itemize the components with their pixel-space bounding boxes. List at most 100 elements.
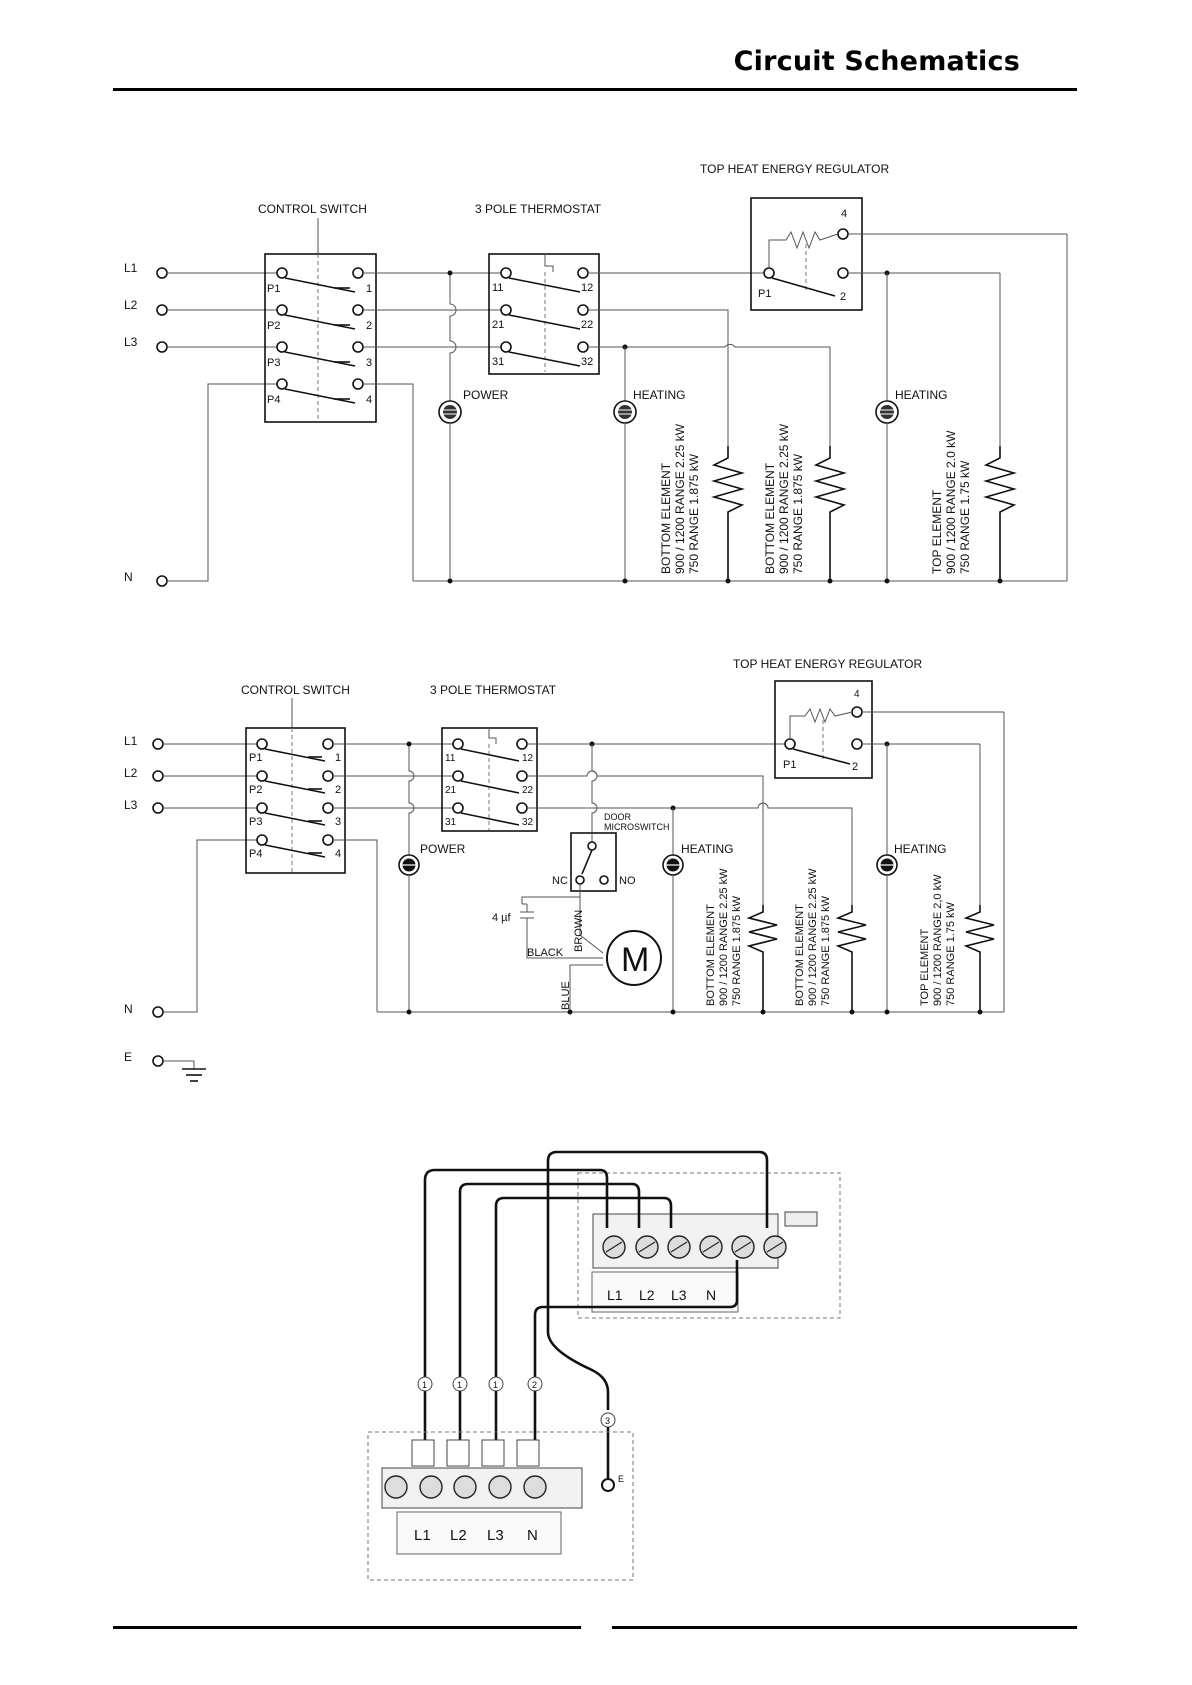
th-terminal: 11 bbox=[492, 282, 503, 294]
regulator-label: TOP HEAT ENERGY REGULATOR bbox=[733, 657, 922, 671]
wire-marker: 3 bbox=[605, 1416, 610, 1426]
cs-terminal: 2 bbox=[335, 784, 341, 796]
element-label: BOTTOM ELEMENT bbox=[705, 904, 717, 1006]
element-label: 900 / 1200 RANGE 2.25 kW bbox=[718, 868, 730, 1006]
line-label: N bbox=[124, 570, 133, 584]
page-title: Circuit Schematics bbox=[733, 46, 1020, 77]
terminal-label: L1 bbox=[414, 1527, 431, 1544]
wire-marker: 1 bbox=[422, 1380, 427, 1390]
th-terminal: 31 bbox=[445, 817, 457, 828]
element-label: 900 / 1200 RANGE 2.25 kW bbox=[673, 423, 687, 574]
cs-terminal: P2 bbox=[267, 320, 280, 332]
no-label: NO bbox=[619, 875, 636, 887]
th-terminal: 32 bbox=[522, 817, 534, 828]
th-terminal: 22 bbox=[581, 319, 593, 331]
element-label: 750 RANGE 1.75 kW bbox=[958, 460, 972, 574]
control-switch-1: CONTROL SWITCH P1 P2 P3 P4 1 bbox=[258, 202, 377, 423]
element-label: 900 / 1200 RANGE 2.25 kW bbox=[777, 423, 791, 574]
element-label: BOTTOM ELEMENT bbox=[794, 904, 806, 1006]
cs-terminal: P2 bbox=[249, 784, 262, 796]
cs-terminal: 2 bbox=[366, 320, 372, 332]
door-switch-label: DOOR bbox=[604, 812, 632, 822]
supply-terminals: L1 L2 L3 N E bbox=[124, 734, 262, 1082]
thermostat-label: 3 POLE THERMOSTAT bbox=[430, 683, 557, 697]
terminal-label: L2 bbox=[450, 1527, 467, 1544]
th-terminal: 22 bbox=[522, 785, 534, 796]
terminal-label: L3 bbox=[671, 1287, 687, 1303]
th-terminal: 12 bbox=[522, 753, 534, 764]
cs-terminal: 3 bbox=[335, 816, 341, 828]
th-terminal: 12 bbox=[581, 282, 593, 294]
motor-label: M bbox=[621, 941, 649, 979]
header-rule bbox=[113, 88, 1077, 91]
cs-terminal: 3 bbox=[366, 357, 372, 369]
regulator-label: TOP HEAT ENERGY REGULATOR bbox=[700, 162, 889, 176]
heating-label: HEATING bbox=[633, 388, 685, 402]
door-switch-label: MICROSWITCH bbox=[604, 822, 670, 832]
th-terminal: 21 bbox=[492, 319, 504, 331]
control-switch-2: CONTROL SWITCH P1 P2 P3 P4 1 2 3 4 bbox=[241, 683, 350, 874]
th-terminal: 31 bbox=[492, 356, 504, 368]
line-label: L1 bbox=[124, 734, 138, 748]
power-label: POWER bbox=[463, 388, 509, 402]
line-label: L2 bbox=[124, 298, 138, 312]
reg-terminal: 4 bbox=[854, 689, 860, 700]
wire-label: BLACK bbox=[527, 947, 564, 959]
wire-marker: 1 bbox=[457, 1380, 462, 1390]
wire-label: BLUE bbox=[560, 981, 572, 1010]
reg-terminal: 4 bbox=[841, 208, 847, 220]
upper-screws bbox=[602, 1211, 818, 1259]
diagram-1: L1 L2 L3 N CONTROL SWITCH bbox=[124, 162, 1068, 587]
th-terminal: 32 bbox=[581, 356, 593, 368]
element-label: 750 RANGE 1.875 kW bbox=[687, 453, 701, 574]
element-label: TOP ELEMENT bbox=[919, 928, 931, 1006]
element-label: 900 / 1200 RANGE 2.25 kW bbox=[807, 868, 819, 1006]
element-label: 750 RANGE 1.875 kW bbox=[820, 895, 832, 1006]
line-label: N bbox=[124, 1002, 133, 1016]
cs-terminal: P4 bbox=[249, 848, 262, 860]
line-label: L3 bbox=[124, 335, 138, 349]
terminal-label: N bbox=[527, 1527, 538, 1544]
wire-marker: 1 bbox=[493, 1380, 498, 1390]
line-label: L1 bbox=[124, 261, 138, 275]
heating-label: HEATING bbox=[895, 388, 947, 402]
element-label: BOTTOM ELEMENT bbox=[763, 462, 777, 574]
line-label: L2 bbox=[124, 766, 138, 780]
line-label: E bbox=[124, 1050, 132, 1064]
cs-terminal: P4 bbox=[267, 394, 280, 406]
th-terminal: 11 bbox=[445, 753, 456, 764]
terminal-label: N bbox=[706, 1287, 716, 1303]
reg-terminal: 2 bbox=[840, 291, 846, 303]
earth-label: E bbox=[618, 1474, 624, 1484]
heating-label: HEATING bbox=[894, 842, 946, 856]
supply-terminals: L1 L2 L3 N bbox=[124, 261, 282, 587]
cs-terminal: P1 bbox=[267, 283, 280, 295]
line-label: L3 bbox=[124, 798, 138, 812]
element-label: 900 / 1200 RANGE 2.0 kW bbox=[944, 430, 958, 574]
reg-terminal: P1 bbox=[783, 759, 796, 771]
capacitor-label: 4 µf bbox=[492, 912, 512, 924]
cs-terminal: 4 bbox=[335, 848, 341, 860]
footer-rule-right bbox=[612, 1626, 1077, 1629]
cs-terminal: P1 bbox=[249, 752, 262, 764]
cs-terminal: 4 bbox=[366, 394, 372, 406]
thermostat-label: 3 POLE THERMOSTAT bbox=[475, 202, 602, 216]
cs-terminal: P3 bbox=[267, 357, 280, 369]
control-switch-label: CONTROL SWITCH bbox=[241, 683, 350, 697]
terminal-label: L2 bbox=[639, 1287, 655, 1303]
element-label: TOP ELEMENT bbox=[930, 489, 944, 574]
element-label: 750 RANGE 1.75 kW bbox=[945, 901, 957, 1006]
wire-markers: 1 1 1 2 3 bbox=[417, 1376, 616, 1428]
terminal-label: L1 bbox=[607, 1287, 623, 1303]
wire-label: BROWN bbox=[573, 910, 585, 952]
control-switch-label: CONTROL SWITCH bbox=[258, 202, 367, 216]
door-microswitch: DOOR MICROSWITCH NC NO bbox=[552, 812, 670, 897]
cs-terminal: 1 bbox=[366, 283, 372, 295]
cs-terminal: P3 bbox=[249, 816, 262, 828]
cs-terminal: 1 bbox=[335, 752, 341, 764]
element-label: 900 / 1200 RANGE 2,0 kW bbox=[932, 874, 944, 1006]
terminal-label: L3 bbox=[487, 1527, 504, 1544]
th-terminal: 21 bbox=[445, 785, 457, 796]
reg-terminal: P1 bbox=[758, 288, 771, 300]
